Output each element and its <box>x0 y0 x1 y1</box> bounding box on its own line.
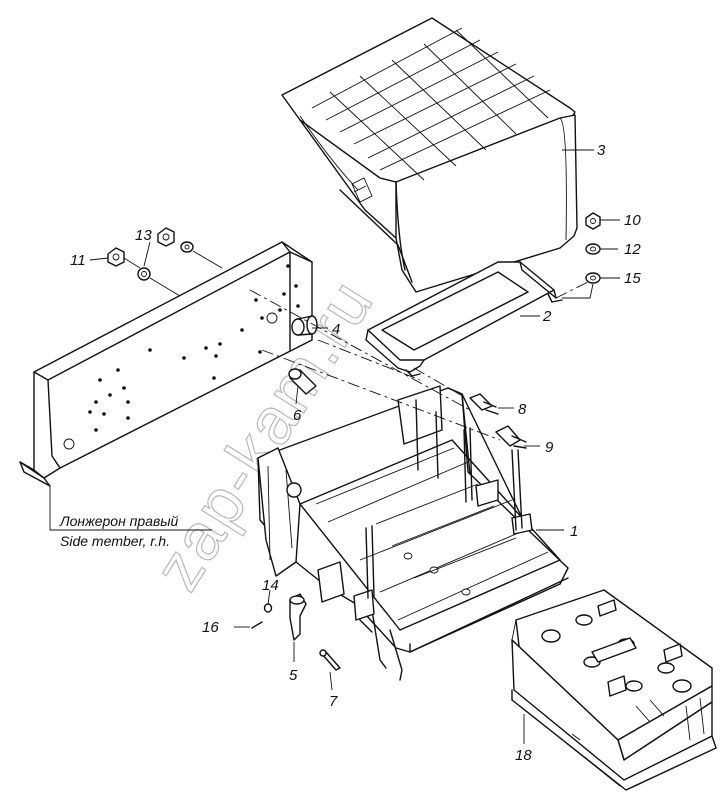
battery-carrier <box>257 385 569 681</box>
callout-12: 12 <box>624 241 641 258</box>
callout-5: 5 <box>289 667 298 684</box>
latch-part <box>289 593 307 641</box>
bolt-part <box>469 393 527 449</box>
pin-part <box>319 649 341 671</box>
spacer-part <box>288 368 317 395</box>
callout-6: 6 <box>293 407 302 424</box>
callout-3: 3 <box>597 142 606 159</box>
nut-washer-group-left <box>107 227 223 297</box>
callout-16: 16 <box>202 619 219 636</box>
callout-11: 11 <box>70 252 86 269</box>
callout-13: 13 <box>135 227 152 244</box>
callout-labels: 1 2 3 4 5 6 7 8 9 10 11 12 13 14 15 16 1… <box>70 142 641 764</box>
callout-15: 15 <box>624 270 641 287</box>
callout-14: 14 <box>262 577 279 594</box>
bushing-part <box>291 315 318 336</box>
callout-4: 4 <box>332 321 340 338</box>
leader-lines <box>49 149 620 744</box>
cotter-pin-part <box>251 621 263 629</box>
callout-7: 7 <box>329 693 338 710</box>
nut-washer-group-right <box>585 212 601 284</box>
callout-1: 1 <box>570 523 578 540</box>
assembly-axis-lines <box>249 281 589 441</box>
callout-9: 9 <box>545 439 554 456</box>
clamp-frame <box>365 261 563 377</box>
callout-18: 18 <box>515 747 532 764</box>
battery-cover <box>281 17 578 293</box>
side-member-rh <box>19 241 313 487</box>
side-member-holes <box>63 264 300 450</box>
callout-10: 10 <box>624 212 641 229</box>
small-washer-part <box>263 603 273 613</box>
callout-2: 2 <box>542 308 552 325</box>
side-member-caption: Лонжерон правый Side member, r.h. <box>59 513 179 549</box>
caption-english: Side member, r.h. <box>60 533 170 549</box>
callout-8: 8 <box>518 401 527 418</box>
caption-russian: Лонжерон правый <box>59 513 179 529</box>
battery <box>511 589 717 791</box>
